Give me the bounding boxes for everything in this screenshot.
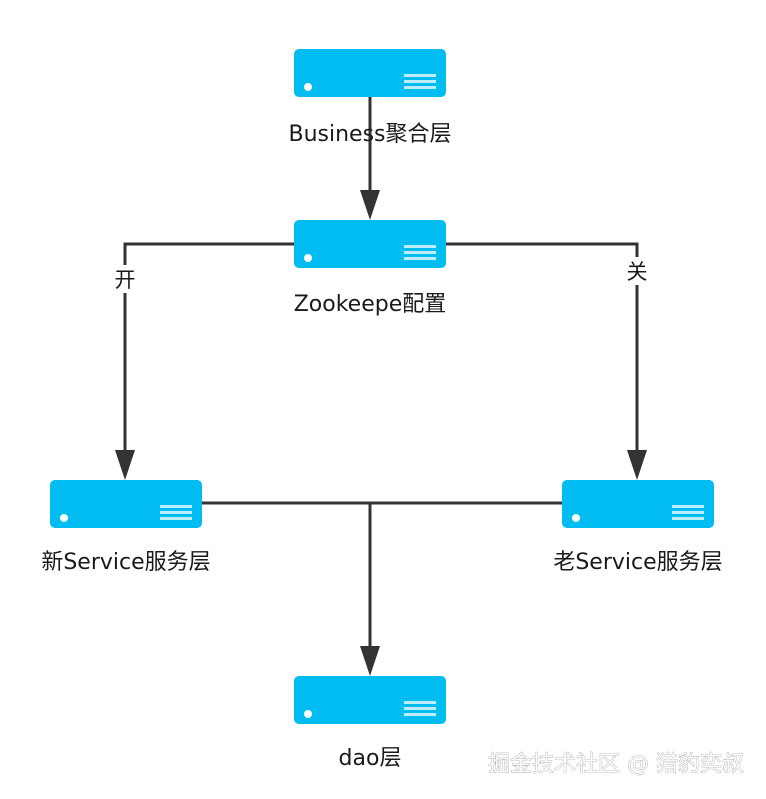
watermark: 掘金技术社区 @ 猎豹奕叔 xyxy=(488,752,744,777)
off-label: 关 xyxy=(627,260,648,284)
node-new-service[interactable]: 新Service服务层 xyxy=(41,480,211,575)
on-label-bg xyxy=(110,265,140,293)
on-label: 开 xyxy=(115,268,136,292)
node-dao-label: dao层 xyxy=(339,746,402,771)
server-icon xyxy=(294,220,446,268)
edge-zookeeper-to-old-service xyxy=(446,242,639,450)
node-business[interactable]: Business聚合层 xyxy=(288,49,452,147)
node-business-label: Business聚合层 xyxy=(288,122,451,147)
node-dao[interactable]: dao层 xyxy=(294,676,446,771)
server-icon xyxy=(50,480,202,528)
node-old-service-label: 老Service服务层 xyxy=(553,550,722,575)
node-zookeeper-label: Zookeepe配置 xyxy=(294,292,447,317)
server-icon xyxy=(294,676,446,724)
edge-zookeeper-to-new-service xyxy=(123,242,294,450)
arrowhead-zookeeper-to-old-service xyxy=(627,450,647,480)
arrowhead-junction-to-dao xyxy=(360,646,380,676)
node-new-service-label: 新Service服务层 xyxy=(41,550,210,575)
off-label-bg xyxy=(622,257,652,285)
edges xyxy=(115,97,647,676)
arrowhead-zookeeper-to-new-service xyxy=(115,450,135,480)
arrowhead-business-to-zookeeper xyxy=(360,190,380,220)
node-zookeeper[interactable]: Zookeepe配置 xyxy=(294,220,447,317)
node-old-service[interactable]: 老Service服务层 xyxy=(553,480,723,575)
server-icon xyxy=(562,480,714,528)
server-icon xyxy=(294,49,446,97)
